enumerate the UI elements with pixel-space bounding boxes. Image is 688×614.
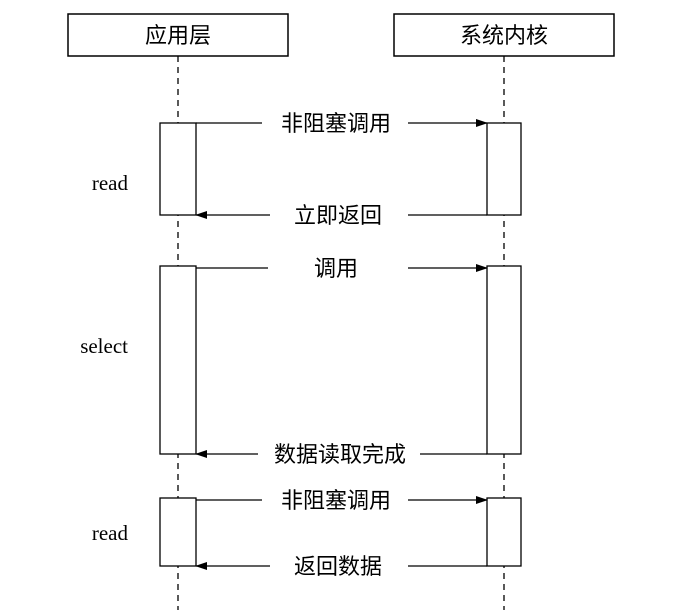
phase-label-2: select bbox=[80, 334, 128, 358]
participant-box-right bbox=[393, 13, 615, 57]
activation-right-3 bbox=[486, 497, 522, 567]
phase-label-3: read bbox=[92, 521, 129, 545]
message-label-6: 返回数据 bbox=[294, 555, 382, 580]
message-label-4: 数据读取完成 bbox=[274, 443, 406, 468]
activation-right-2 bbox=[486, 265, 522, 455]
activation-left-2 bbox=[159, 265, 197, 455]
message-label-5: 非阻塞调用 bbox=[281, 489, 391, 514]
participant-label-right: 系统内核 bbox=[460, 24, 548, 49]
activation-left-1 bbox=[159, 122, 197, 216]
message-label-3: 调用 bbox=[314, 257, 358, 282]
activation-right-1 bbox=[486, 122, 522, 216]
message-label-2: 立即返回 bbox=[294, 204, 382, 229]
message-label-1: 非阻塞调用 bbox=[281, 112, 391, 137]
activation-left-3 bbox=[159, 497, 197, 567]
phase-label-1: read bbox=[92, 171, 129, 195]
participant-label-left: 应用层 bbox=[145, 24, 211, 49]
participant-box-left bbox=[67, 13, 289, 57]
